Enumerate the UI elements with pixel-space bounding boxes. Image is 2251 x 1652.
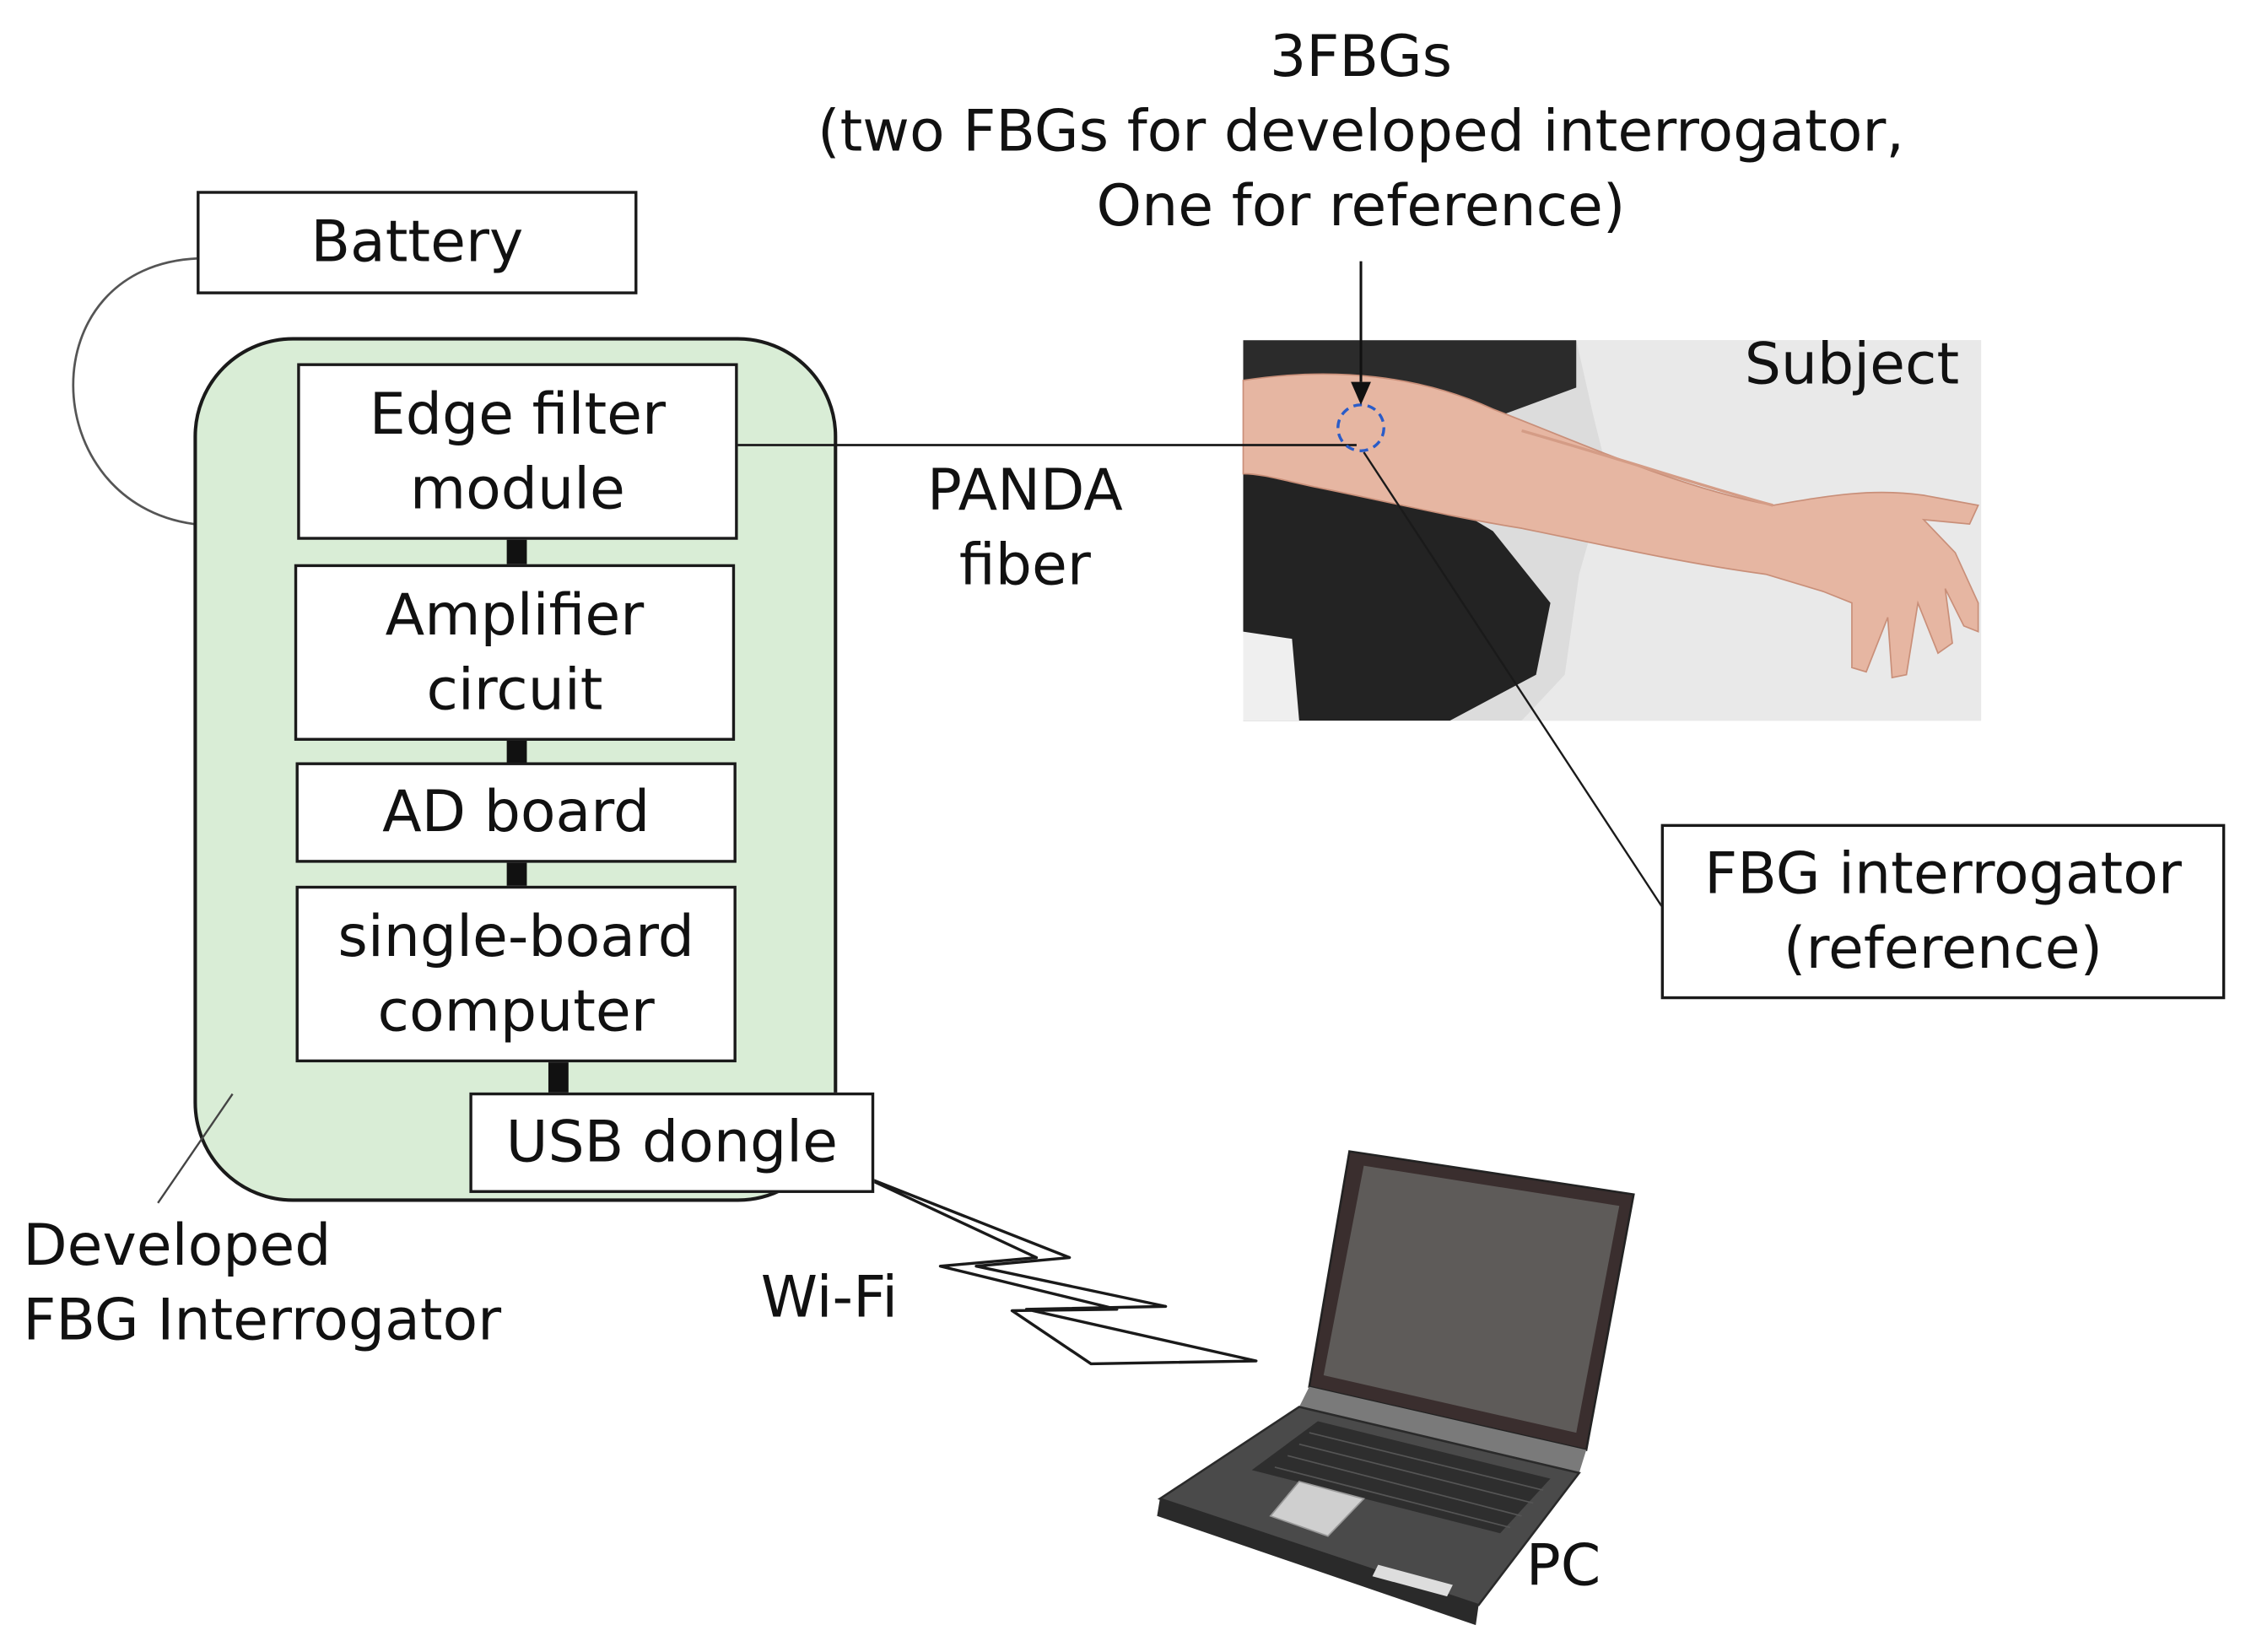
panda-fiber-label: PANDA fiber [926, 457, 1123, 599]
edge-filter-module-box: Edge filter module [297, 363, 738, 540]
single-board-computer-box: single-board computer [295, 885, 737, 1063]
fbg-note-label: 3FBGs (two FBGs for developed interrogat… [818, 24, 1904, 240]
interrogator-caption: Developed FBG Interrogator [23, 1212, 502, 1354]
connector-bar [506, 739, 527, 765]
connector-bar [548, 1061, 569, 1094]
reference-fiber-line [1363, 451, 1664, 909]
ad-board-box: AD board [295, 762, 737, 863]
laptop-icon [1157, 1150, 1635, 1626]
caption-pointer-line [157, 1093, 234, 1204]
battery-cable [72, 256, 198, 526]
amplifier-circuit-box: Amplifier circuit [294, 564, 736, 741]
wifi-lightning-icon [857, 1173, 1258, 1366]
connector-bar [506, 861, 527, 888]
battery-box: Battery [197, 191, 638, 294]
subject-label: Subject [1744, 332, 1960, 398]
arm-photo [1242, 340, 1982, 721]
pc-label: PC [1525, 1533, 1601, 1600]
fbg-arrow-head [1351, 381, 1371, 405]
usb-dongle-box: USB dongle [469, 1092, 875, 1193]
wifi-label: Wi-Fi [760, 1265, 899, 1331]
connector-bar [506, 538, 527, 568]
reference-interrogator-box: FBG interrogator (reference) [1660, 823, 2226, 1000]
